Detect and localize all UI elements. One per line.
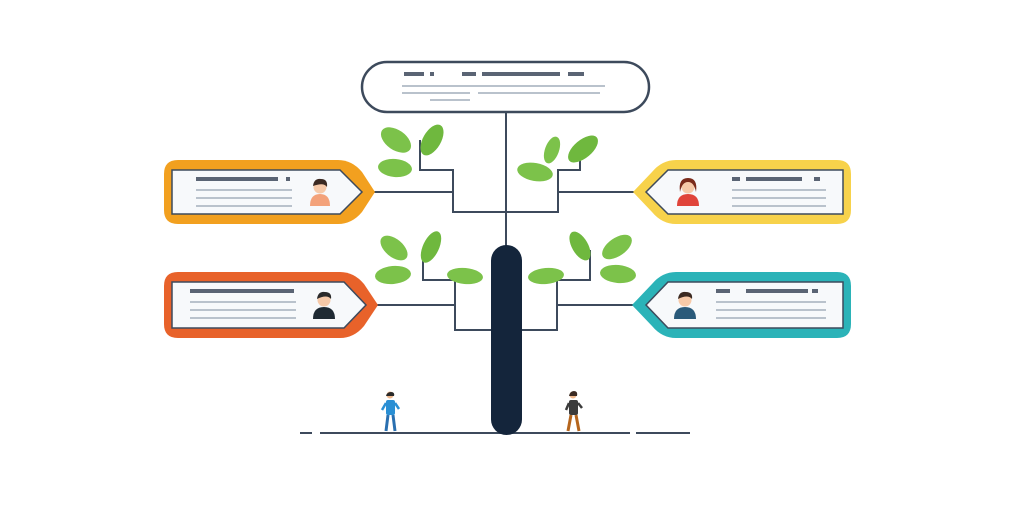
card-bottom-right — [632, 272, 851, 338]
avatar-icon — [313, 291, 335, 319]
card-text-lines — [196, 177, 292, 207]
header-text-lines — [402, 85, 605, 101]
card-top-left — [164, 160, 375, 224]
card-text-lines — [716, 289, 826, 319]
trunk — [491, 245, 522, 435]
avatar-icon — [677, 178, 699, 206]
card-text-lines — [732, 177, 826, 207]
connector-lines — [372, 112, 636, 331]
person-walking-icon — [564, 391, 583, 432]
header-text-marks — [404, 72, 584, 76]
card-bottom-left — [164, 272, 378, 338]
avatar-icon — [310, 178, 330, 206]
card-top-right — [633, 160, 851, 224]
avatar-icon — [674, 291, 696, 319]
card-text-lines — [190, 289, 296, 319]
leaf-icon — [375, 124, 636, 285]
person-standing-icon — [380, 391, 401, 432]
header-card — [360, 60, 651, 114]
